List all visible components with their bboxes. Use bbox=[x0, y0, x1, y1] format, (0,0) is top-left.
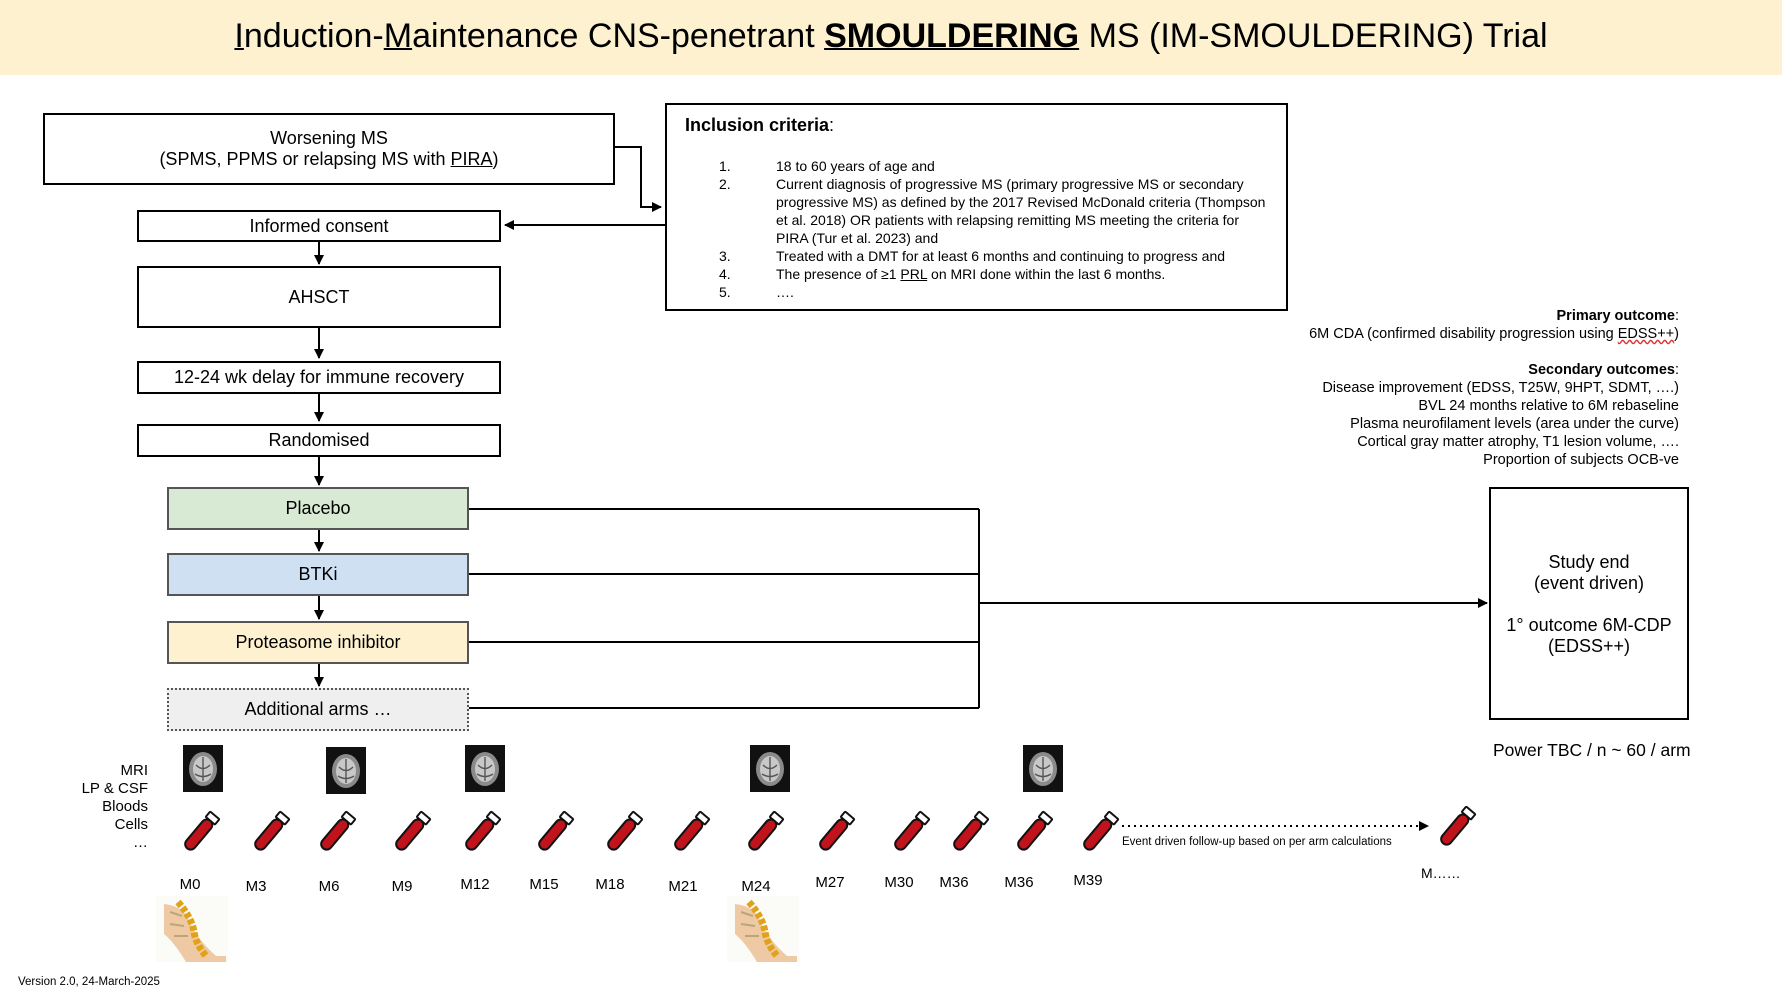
secondary-outcome-item: Plasma neurofilament levels (area under … bbox=[1350, 416, 1679, 432]
inclusion-criteria-box: Inclusion criteria: 1.18 to 60 years of … bbox=[665, 103, 1288, 311]
informed-consent-box: Informed consent bbox=[137, 210, 501, 242]
timepoint-label: M12 bbox=[460, 876, 490, 893]
worsening-ms-box: Worsening MS (SPMS, PPMS or relapsing MS… bbox=[43, 113, 615, 185]
blood-tube-icon bbox=[248, 808, 292, 858]
more-label: … bbox=[133, 834, 148, 851]
timepoint-label: M39 bbox=[1073, 872, 1103, 889]
study-end-title: Study end bbox=[1548, 552, 1630, 572]
brain-mri-icon bbox=[465, 745, 505, 792]
study-end-box: Study end (event driven) 1° outcome 6M-C… bbox=[1489, 487, 1689, 720]
timepoint-label: M21 bbox=[668, 878, 698, 895]
timepoint-label: M30 bbox=[884, 874, 914, 891]
study-end-subtitle: (event driven) bbox=[1533, 573, 1645, 593]
lp-csf-label: LP & CSF bbox=[81, 780, 148, 797]
ahsct-box: AHSCT bbox=[137, 266, 501, 328]
primary-outcome-label: 1° outcome 6M-CDP bbox=[1506, 615, 1672, 635]
blood-tube-icon bbox=[532, 808, 576, 858]
final-timepoint-label: M…… bbox=[1421, 865, 1461, 881]
secondary-outcome-item: Cortical gray matter atrophy, T1 lesion … bbox=[1357, 434, 1679, 450]
worsening-ms-title: Worsening MS bbox=[270, 128, 388, 148]
brain-mri-icon bbox=[1023, 745, 1063, 792]
blood-tube-icon bbox=[1011, 808, 1055, 858]
blood-tube-icon bbox=[947, 808, 991, 858]
blood-tube-icon bbox=[1434, 803, 1478, 853]
additional-arms: Additional arms … bbox=[167, 688, 469, 731]
primary-outcome-measure: (EDSS++) bbox=[1547, 636, 1631, 656]
assessment-labels: MRI LP & CSF Bloods Cells … bbox=[70, 762, 148, 852]
blood-tube-icon bbox=[314, 808, 358, 858]
timepoint-label: M18 bbox=[595, 876, 625, 893]
blood-tube-icon bbox=[601, 808, 645, 858]
followup-note: Event driven follow-up based on per arm … bbox=[1122, 836, 1392, 848]
blood-tube-icon bbox=[459, 808, 503, 858]
timepoint-label: M36 bbox=[1004, 874, 1034, 891]
timepoint-label: M27 bbox=[815, 874, 845, 891]
blood-tube-icon bbox=[742, 808, 786, 858]
immune-recovery-delay-box: 12-24 wk delay for immune recovery bbox=[137, 361, 501, 394]
power-note: Power TBC / n ~ 60 / arm bbox=[1493, 740, 1691, 760]
primary-outcome: Primary outcome: 6M CDA (confirmed disab… bbox=[1309, 308, 1679, 342]
brain-mri-icon bbox=[326, 747, 366, 794]
blood-tube-icon bbox=[178, 808, 222, 858]
secondary-outcome-item: Proportion of subjects OCB-ve bbox=[1483, 452, 1679, 468]
placebo-arm: Placebo bbox=[167, 487, 469, 530]
timepoint-label: M0 bbox=[179, 876, 201, 893]
bloods-label: Bloods bbox=[102, 798, 148, 815]
worsening-ms-subtypes: (SPMS, PPMS or relapsing MS with PIRA) bbox=[159, 149, 499, 169]
secondary-outcome-item: Disease improvement (EDSS, T25W, 9HPT, S… bbox=[1322, 380, 1679, 396]
blood-tube-icon bbox=[888, 808, 932, 858]
secondary-outcome-item: BVL 24 months relative to 6M rebaseline bbox=[1418, 398, 1679, 414]
brain-mri-icon bbox=[183, 745, 223, 792]
cells-label: Cells bbox=[114, 816, 148, 833]
mri-label: MRI bbox=[120, 762, 149, 779]
page-title: Induction-Maintenance CNS-penetrant SMOU… bbox=[234, 17, 1548, 55]
timepoint-label: M15 bbox=[529, 876, 559, 893]
blood-tube-icon bbox=[389, 808, 433, 858]
lumbar-puncture-icon bbox=[156, 896, 228, 962]
randomised-box: Randomised bbox=[137, 424, 501, 457]
timepoint-label: M36 bbox=[939, 874, 969, 891]
timepoint-label: M3 bbox=[245, 878, 267, 895]
timepoint-label: M6 bbox=[318, 878, 340, 895]
btki-arm: BTKi bbox=[167, 553, 469, 596]
lumbar-puncture-icon bbox=[727, 896, 799, 962]
inclusion-criteria-title: Inclusion criteria: bbox=[685, 115, 835, 135]
blood-tube-icon bbox=[1077, 808, 1121, 858]
brain-mri-icon bbox=[750, 745, 790, 792]
version-note: Version 2.0, 24-March-2025 bbox=[18, 976, 160, 988]
secondary-outcomes: Secondary outcomes: Disease improvement … bbox=[1322, 362, 1679, 468]
timepoint-label: M24 bbox=[741, 878, 771, 895]
title-banner bbox=[0, 0, 1782, 75]
timepoint-label: M9 bbox=[391, 878, 413, 895]
proteasome-inhibitor-arm: Proteasome inhibitor bbox=[167, 621, 469, 664]
blood-tube-icon bbox=[668, 808, 712, 858]
blood-tube-icon bbox=[813, 808, 857, 858]
